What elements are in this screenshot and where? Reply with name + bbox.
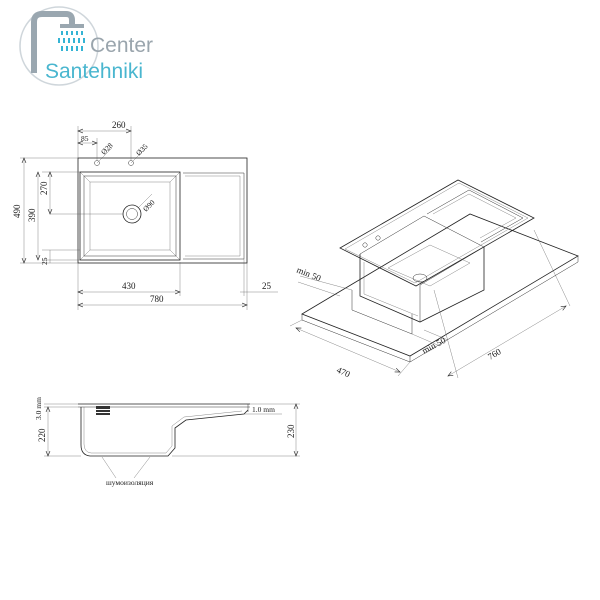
- tap-hole-iso-icon-2: [375, 235, 381, 241]
- dim-wall: 1.0 mm: [252, 405, 275, 414]
- isometric-view: min 50 470 min 50 760: [289, 179, 579, 380]
- sink-rim-iso: [339, 179, 535, 287]
- brand-logo: Center Santehniki: [19, 6, 153, 86]
- dim-total-height: 230: [286, 424, 296, 438]
- dim-cutout-width: 760: [486, 346, 503, 362]
- tap-fitting-icon: [96, 406, 110, 415]
- insulation-label: шумоизоляция: [106, 478, 154, 487]
- logo-ring-icon: [19, 6, 99, 86]
- tap-hole-icon-2: [128, 160, 134, 166]
- dim-bowl-width: 430: [122, 281, 136, 291]
- bowl-outline: [79, 171, 181, 261]
- top-view: 430 780 25 260 85 Ø28 Ø35 Ø90 490 390 27…: [12, 120, 278, 310]
- bowl-section-profile: [80, 407, 249, 457]
- dim-right-margin: 25: [262, 281, 272, 291]
- tap-hole-iso-icon: [362, 242, 368, 248]
- dim-bowl-height: 220: [37, 428, 47, 442]
- dim-overall-depth: 490: [12, 204, 22, 218]
- dim-bowl-depth: 390: [27, 208, 37, 222]
- dim-overall-width: 780: [150, 294, 164, 304]
- dim-tap-hole: Ø28: [99, 141, 115, 157]
- drainboard-outline: [183, 172, 245, 260]
- dim-tap-hole-2: Ø35: [134, 142, 150, 158]
- dim-thickness: 3.0 mm: [34, 397, 43, 420]
- dim-cutout-depth: 470: [335, 365, 352, 380]
- dim-upper-depth: 270: [39, 181, 49, 195]
- water-drops-icon: [58, 31, 85, 51]
- logo-text-center: Center: [90, 34, 153, 57]
- sink-outline: [77, 157, 248, 264]
- dim-min-left: min 50: [295, 265, 323, 284]
- faucet-icon: [31, 11, 84, 73]
- dim-drain: Ø90: [141, 198, 157, 214]
- drain-iso-icon: [412, 273, 428, 283]
- dim-lower-margin: 25: [40, 257, 49, 265]
- tap-hole-icon: [94, 160, 100, 166]
- dim-min-right: min 50: [420, 335, 447, 356]
- dim-tap-offset: 260: [112, 120, 126, 130]
- logo-text-santehniki: Santehniki: [45, 60, 143, 83]
- dim-edge-offset: 85: [81, 134, 89, 143]
- section-view: 3.0 mm 220 1.0 mm 230 шумоизоляция: [34, 397, 300, 487]
